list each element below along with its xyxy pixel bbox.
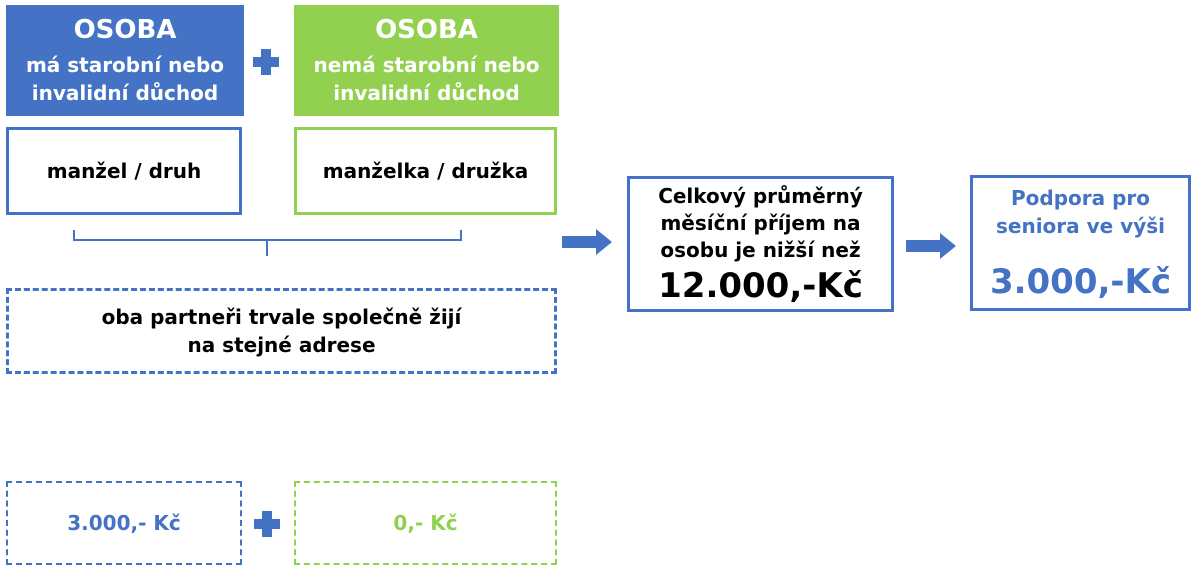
arrow-right-icon [562, 229, 612, 255]
role-label: manžel / druh [46, 159, 202, 183]
role-box-husband: manžel / druh [6, 127, 242, 215]
plus-icon [254, 511, 280, 537]
header-title: OSOBA [375, 14, 478, 45]
support-line-2: seniora ve výši [995, 214, 1166, 238]
role-box-wife: manželka / družka [294, 127, 557, 215]
plus-icon [253, 49, 279, 75]
header-line-1: nemá starobní nebo [313, 52, 540, 77]
amount-box-left: 3.000,- Kč [6, 481, 242, 565]
amount-value: 0,- Kč [393, 511, 458, 535]
header-box-with-pension: OSOBA má starobní nebo invalidní důchod [6, 5, 244, 116]
income-line-2: měsíční příjem na [660, 210, 861, 235]
income-amount: 12.000,-Kč [658, 265, 863, 306]
support-amount-box: Podpora pro seniora ve výši 3.000,-Kč [970, 175, 1191, 311]
arrow-right-icon [906, 233, 956, 259]
header-line-2: invalidní důchod [31, 80, 219, 105]
amount-box-right: 0,- Kč [294, 481, 557, 565]
header-box-without-pension: OSOBA nemá starobní nebo invalidní důcho… [294, 5, 559, 116]
header-title: OSOBA [73, 14, 177, 45]
condition-line-2: na stejné adrese [187, 333, 376, 357]
header-line-1: má starobní nebo [25, 52, 225, 77]
income-line-3: osobu je nižší než [660, 237, 861, 262]
header-line-2: invalidní důchod [333, 80, 520, 105]
support-line-1: Podpora pro [1010, 186, 1150, 210]
income-line-1: Celkový průměrný [658, 183, 863, 208]
condition-box: oba partneři trvale společně žijí na ste… [6, 288, 557, 374]
support-amount: 3.000,-Kč [989, 262, 1172, 302]
condition-line-1: oba partneři trvale společně žijí [101, 305, 462, 329]
income-threshold-box: Celkový průměrný měsíční příjem na osobu… [627, 176, 894, 312]
amount-value: 3.000,- Kč [67, 511, 181, 535]
role-label: manželka / družka [322, 159, 529, 183]
brace-connector [73, 230, 462, 256]
